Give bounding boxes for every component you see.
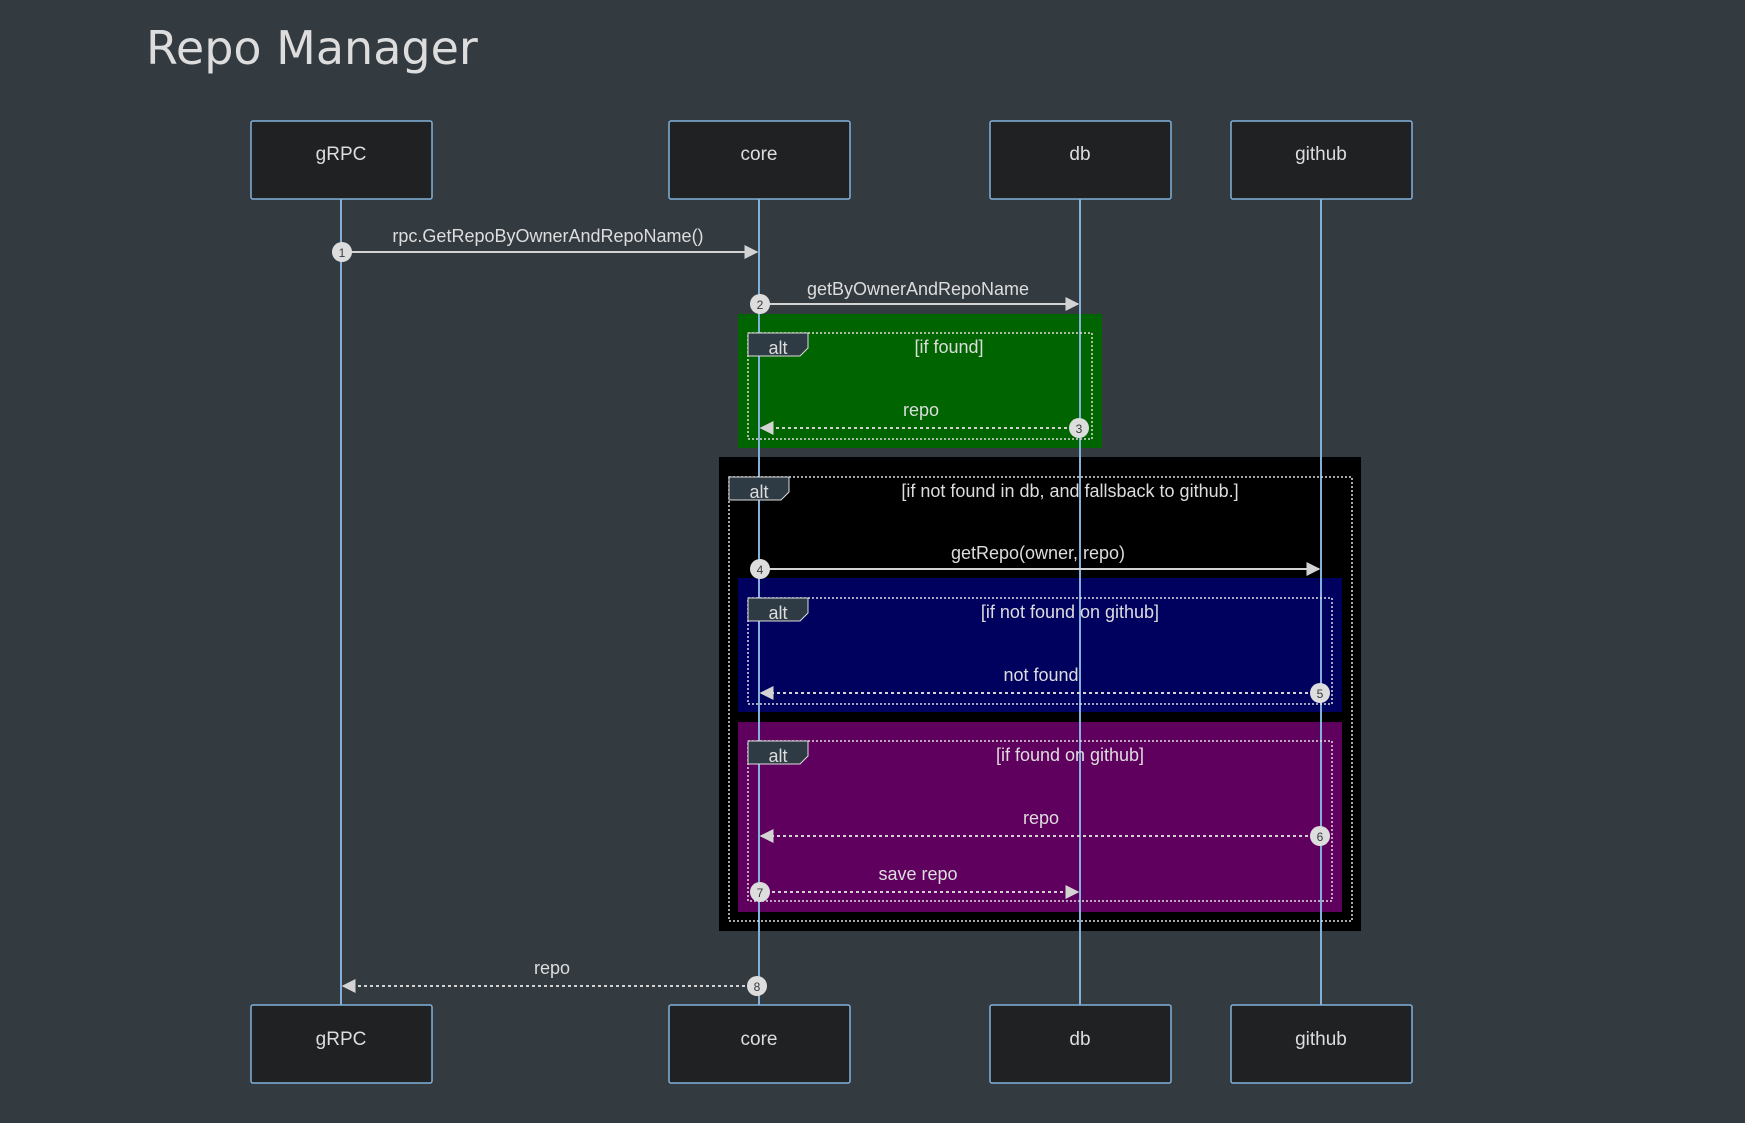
fragment-border: [747, 332, 1093, 440]
message-label: repo: [534, 958, 570, 978]
participant-label: db: [1069, 1029, 1090, 1050]
message-8: repo 8: [341, 958, 767, 996]
participant-label: github: [1295, 144, 1347, 165]
fragment-condition: [if found on github]: [996, 745, 1144, 765]
message-3: repo 3: [759, 400, 1089, 438]
fragment-keyword: alt: [768, 603, 787, 623]
message-label: repo: [903, 400, 939, 420]
fragment-tab: [747, 740, 809, 765]
message-6: repo 6: [759, 808, 1330, 846]
participant-label: db: [1069, 144, 1090, 165]
fragment-frame-if-not-found-on-github: alt [if not found on github]: [747, 597, 1333, 705]
participant-github-bottom: github: [1230, 1004, 1413, 1084]
message-label: getRepo(owner, repo): [951, 543, 1125, 563]
message-label: save repo: [878, 864, 957, 884]
fragment-alt-if-found-on-github: [738, 722, 1342, 912]
sequence-number: 7: [757, 886, 764, 900]
message-5: not found 5: [759, 665, 1330, 703]
fragment-tab: [747, 597, 809, 622]
sequence-number-badge: [750, 294, 770, 314]
sequence-number-badge: [332, 242, 352, 262]
sequence-number: 2: [757, 298, 764, 312]
sequence-number: 3: [1076, 422, 1083, 436]
participant-label: gRPC: [316, 144, 367, 165]
fragment-frame-if-found: alt [if found]: [747, 332, 1093, 440]
fragment-keyword: alt: [768, 746, 787, 766]
fragment-frame-if-found-on-github: alt [if found on github]: [747, 740, 1333, 902]
sequence-number-badge: [1310, 683, 1330, 703]
sequence-number: 4: [757, 563, 764, 577]
page-title: Repo Manager: [146, 21, 478, 75]
sequence-number-badge: [750, 559, 770, 579]
message-2: getByOwnerAndRepoName 2: [750, 279, 1080, 314]
fragment-tab: [747, 332, 809, 357]
sequence-number-badge: [1069, 418, 1089, 438]
participant-db-top: db: [989, 120, 1172, 200]
sequence-number: 5: [1317, 687, 1324, 701]
fragment-keyword: alt: [768, 338, 787, 358]
participant-label: core: [741, 144, 778, 165]
participant-db-bottom: db: [989, 1004, 1172, 1084]
participant-core-bottom: core: [668, 1004, 851, 1084]
sequence-number-badge: [1310, 826, 1330, 846]
participant-grpc-top: gRPC: [250, 120, 433, 200]
sequence-number: 1: [339, 246, 346, 260]
message-label: not found: [1003, 665, 1078, 685]
fragment-border: [728, 476, 1353, 922]
fragment-keyword: alt: [749, 482, 768, 502]
message-7: save repo 7: [750, 864, 1080, 902]
sequence-number-badge: [750, 882, 770, 902]
participant-label: core: [741, 1029, 778, 1050]
message-label: getByOwnerAndRepoName: [807, 279, 1029, 299]
participant-github-top: github: [1230, 120, 1413, 200]
sequence-number: 6: [1317, 830, 1324, 844]
participant-label: github: [1295, 1029, 1347, 1050]
message-1: rpc.GetRepoByOwnerAndRepoName() 1: [332, 226, 759, 262]
sequence-number: 8: [754, 980, 761, 994]
message-4: getRepo(owner, repo) 4: [750, 543, 1321, 579]
fragment-condition: [if not found on github]: [981, 602, 1159, 622]
sequence-number-badge: [747, 976, 767, 996]
fragment-border: [747, 597, 1333, 705]
participant-core-top: core: [668, 120, 851, 200]
fragment-condition: [if not found in db, and fallsback to gi…: [901, 481, 1238, 501]
fragment-condition: [if found]: [914, 337, 983, 357]
participant-grpc-bottom: gRPC: [250, 1004, 433, 1084]
fragment-tab: [728, 476, 790, 501]
message-label: repo: [1023, 808, 1059, 828]
participant-label: gRPC: [316, 1029, 367, 1050]
fragment-frame-if-not-found-in-db: alt [if not found in db, and fallsback t…: [728, 476, 1353, 922]
fragment-border: [747, 740, 1333, 902]
fragment-background: [738, 722, 1342, 912]
message-label: rpc.GetRepoByOwnerAndRepoName(): [392, 226, 703, 246]
fragment-alt-if-not-found-on-github: [738, 578, 1342, 712]
fragment-background: [738, 578, 1342, 712]
